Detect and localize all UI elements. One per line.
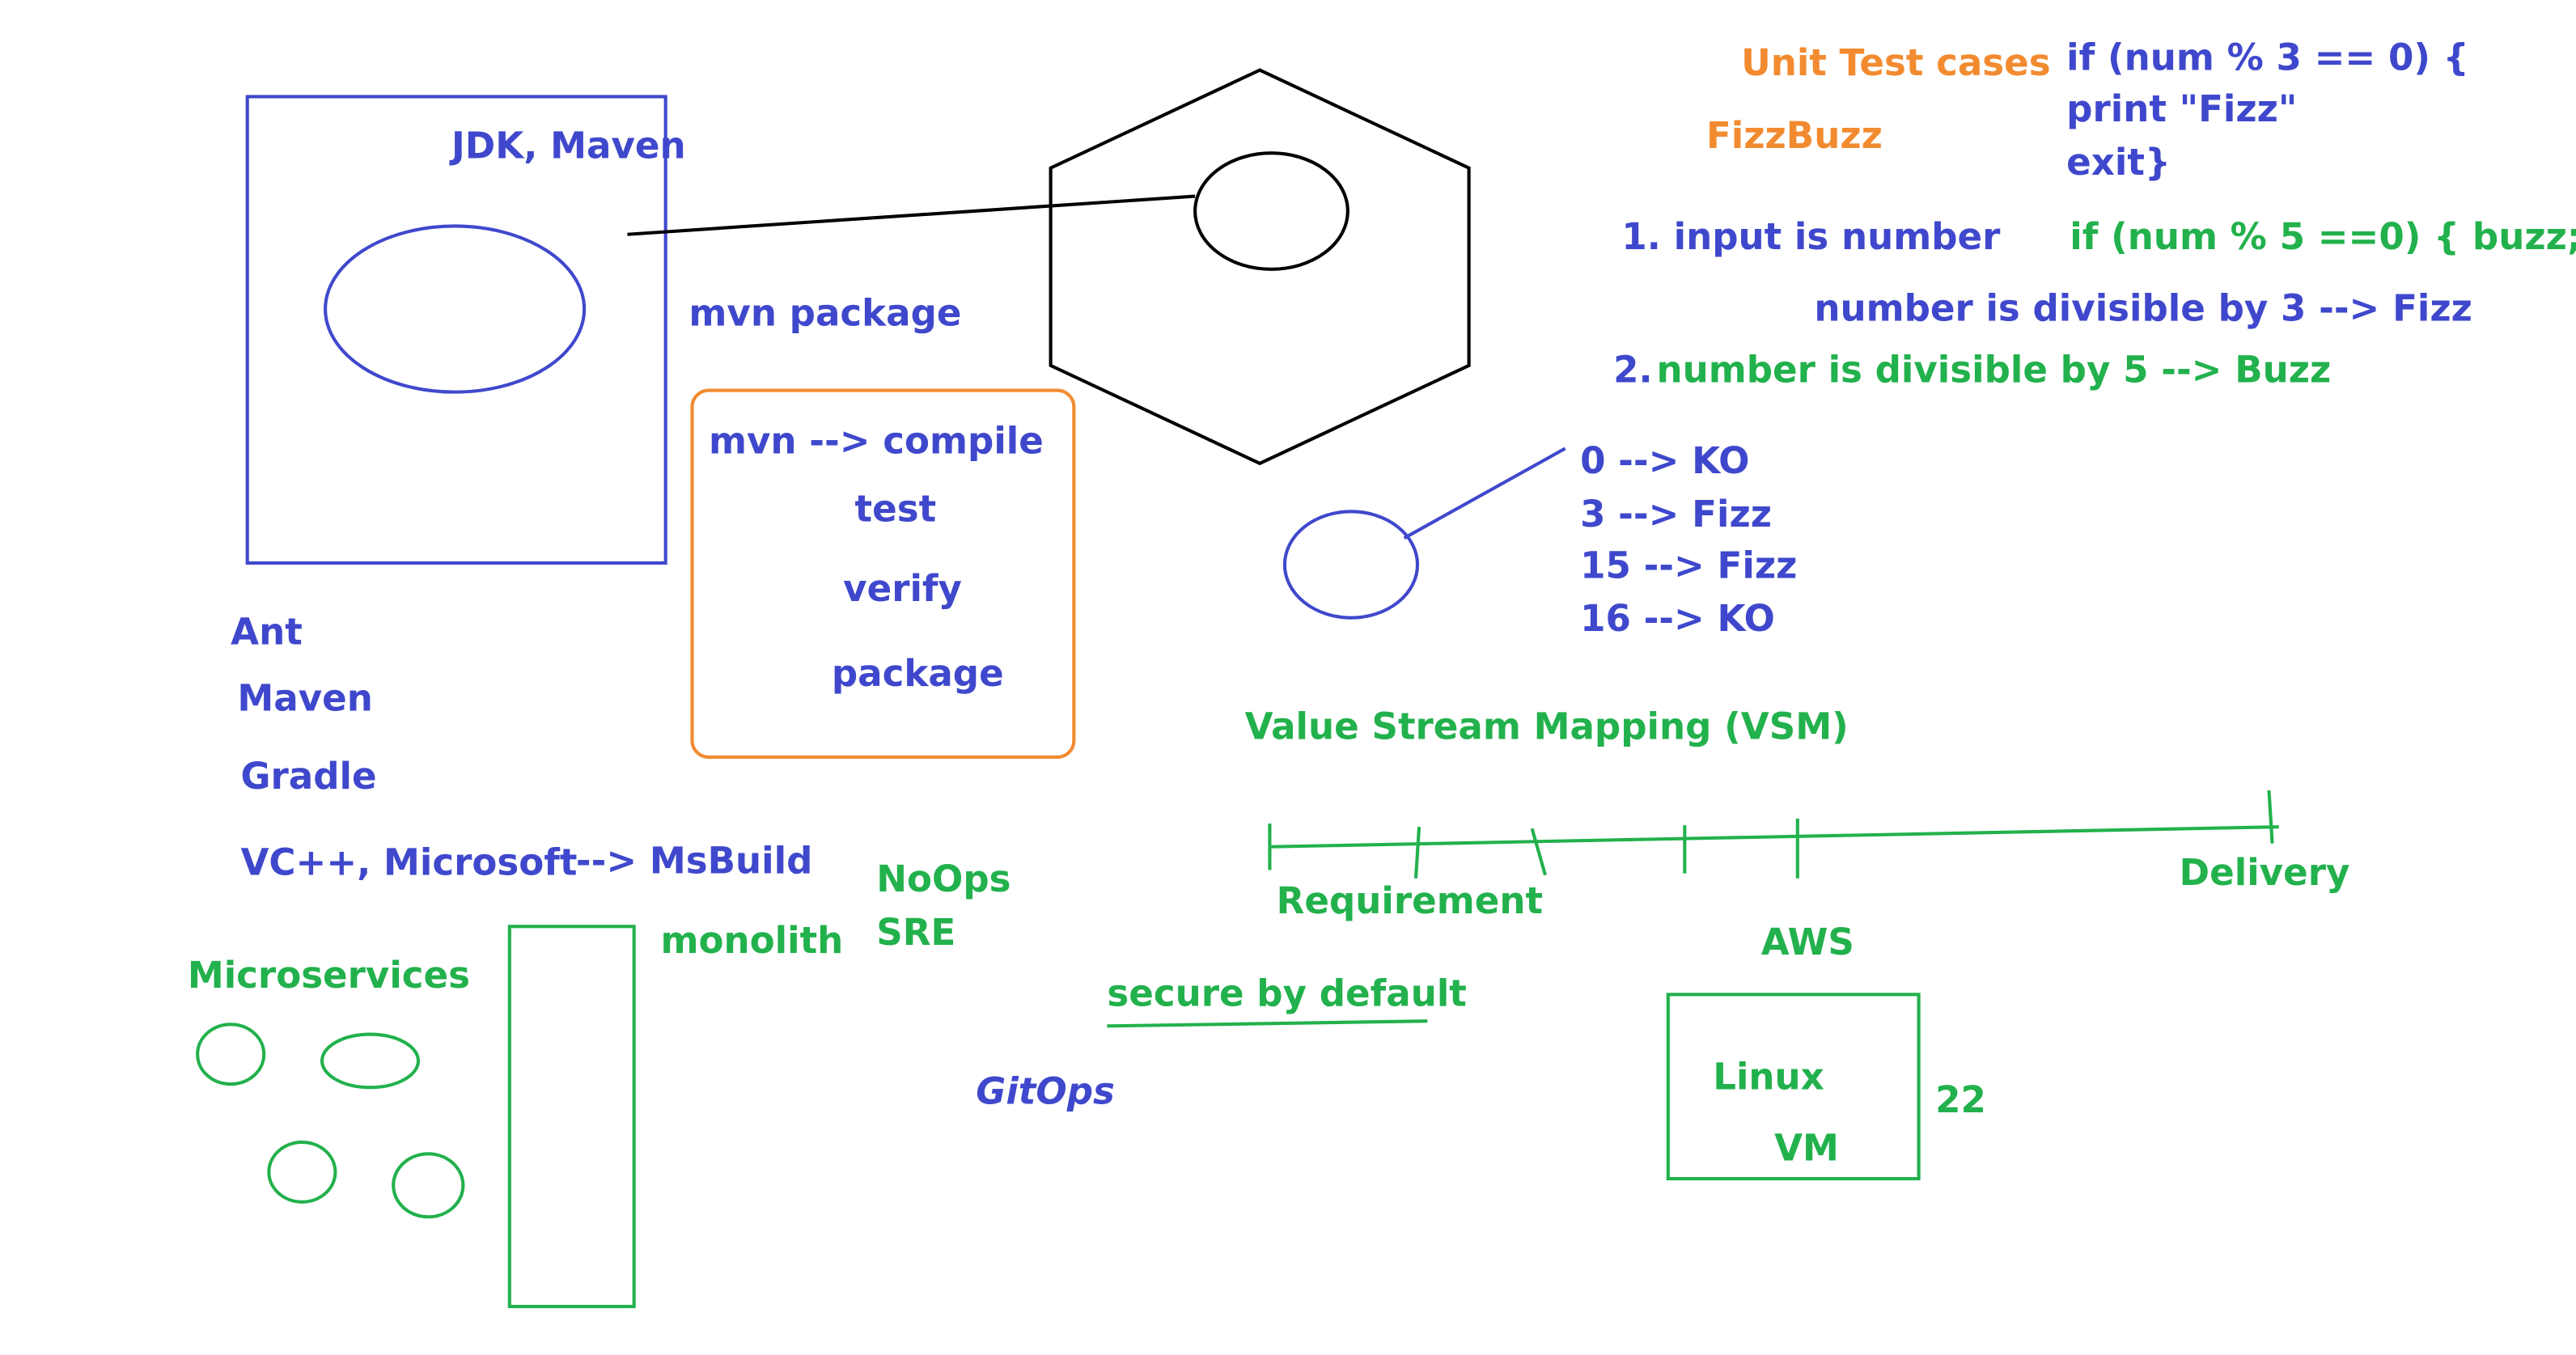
test-cases-ellipse bbox=[1282, 510, 1420, 620]
vm-label: VM bbox=[1774, 1127, 1839, 1170]
requirement-label: Requirement bbox=[1277, 879, 1543, 922]
secure-underline bbox=[1107, 1019, 1428, 1028]
microservice-ellipse-1 bbox=[196, 1023, 266, 1086]
vsm-tick-3 bbox=[1530, 828, 1547, 876]
linux-label: Linux bbox=[1713, 1055, 1824, 1098]
vsm-label: Value Stream Mapping (VSM) bbox=[1245, 705, 1849, 747]
vsm-tick-6 bbox=[2267, 790, 2274, 844]
jdk-box bbox=[245, 95, 667, 565]
code-line-3: exit} bbox=[2066, 141, 2171, 184]
case-15: 15 --> Fizz bbox=[1580, 544, 1797, 586]
connector-line bbox=[627, 194, 1196, 236]
gradle-label: Gradle bbox=[240, 755, 376, 798]
vc-microsoft-label: VC++, Microsoft bbox=[240, 841, 577, 884]
hexagon-inner-ellipse bbox=[1193, 151, 1349, 271]
microservice-ellipse-4 bbox=[392, 1152, 465, 1219]
vsm-timeline bbox=[1269, 825, 2279, 849]
code-line-4: if (num % 5 ==0) { buzz; exit} bbox=[2070, 215, 2576, 258]
jdk-maven-label: JDK, Maven bbox=[449, 124, 686, 167]
sre-label: SRE bbox=[876, 911, 955, 954]
microservice-ellipse-3 bbox=[267, 1140, 337, 1204]
lifecycle-box bbox=[690, 388, 1076, 760]
test-cases-connector bbox=[1403, 447, 1566, 540]
microservice-ellipse-2 bbox=[320, 1032, 421, 1090]
port-22-label: 22 bbox=[1935, 1078, 1986, 1121]
gitops-label: GitOps bbox=[976, 1070, 1115, 1113]
msbuild-label: --> MsBuild bbox=[576, 840, 813, 883]
fizzbuzz-label: FizzBuzz bbox=[1706, 114, 1883, 157]
monolith-box bbox=[507, 925, 636, 1309]
jdk-ellipse bbox=[324, 224, 587, 394]
case-0: 0 --> KO bbox=[1580, 439, 1749, 482]
vsm-tick-2 bbox=[1413, 827, 1421, 879]
code-line-1: if (num % 3 == 0) { bbox=[2066, 36, 2469, 79]
mvn-package-label: mvn package bbox=[688, 292, 961, 335]
aws-label: AWS bbox=[1761, 921, 1854, 963]
unit-test-cases-label: Unit Test cases bbox=[1741, 41, 2051, 84]
delivery-label: Delivery bbox=[2180, 851, 2350, 894]
package-label: package bbox=[832, 652, 1004, 695]
requirement-2-number: 2. bbox=[1613, 348, 1653, 391]
test-label: test bbox=[855, 488, 937, 531]
microservices-label: Microservices bbox=[188, 954, 470, 997]
requirement-fizz: number is divisible by 3 --> Fizz bbox=[1814, 286, 2472, 329]
monolith-label: monolith bbox=[661, 919, 844, 962]
linux-vm-box bbox=[1666, 993, 1921, 1181]
maven-label: Maven bbox=[237, 677, 373, 720]
requirement-1: 1. input is number bbox=[1621, 215, 2001, 258]
case-16: 16 --> KO bbox=[1580, 597, 1775, 640]
hexagon bbox=[1049, 68, 1471, 466]
ant-label: Ant bbox=[231, 610, 303, 653]
mvn-compile-label: mvn --> compile bbox=[709, 420, 1044, 463]
verify-label: verify bbox=[843, 567, 962, 610]
secure-by-default-label: secure by default bbox=[1107, 972, 1467, 1015]
noops-label: NoOps bbox=[876, 857, 1010, 900]
requirement-2: number is divisible by 5 --> Buzz bbox=[1656, 348, 2331, 391]
code-line-2: print "Fizz" bbox=[2066, 87, 2297, 130]
case-3: 3 --> Fizz bbox=[1580, 493, 1772, 536]
